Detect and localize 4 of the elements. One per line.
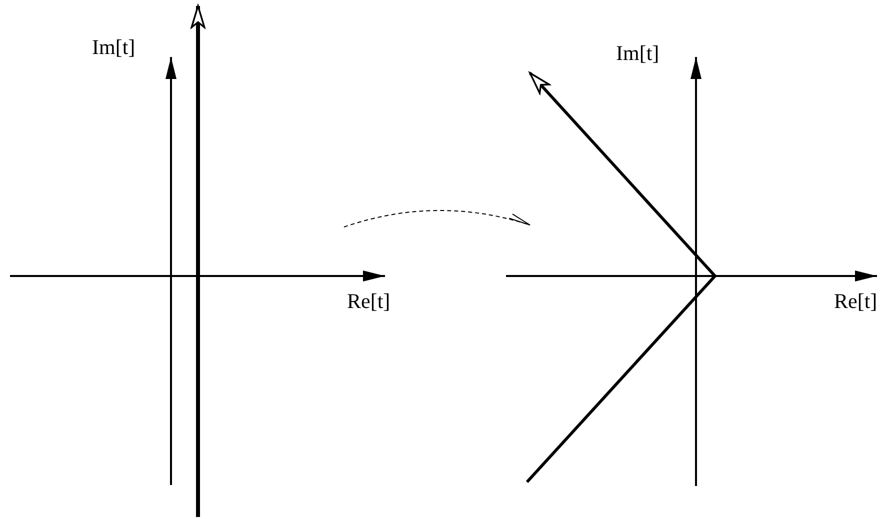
axis-label: Im[t] [92, 37, 136, 58]
axis-label: Im[t] [616, 43, 660, 64]
axis-label: Re[t] [834, 291, 878, 312]
axis-label: Re[t] [347, 291, 390, 312]
